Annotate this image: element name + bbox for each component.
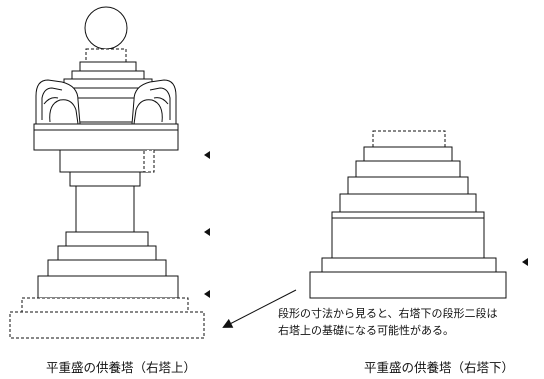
level-marker-icon bbox=[204, 228, 210, 236]
dashed-base-lower bbox=[9, 311, 205, 339]
lower-step-1 bbox=[65, 231, 149, 247]
mid-dashed-right bbox=[143, 149, 155, 173]
right-tower bbox=[309, 130, 507, 299]
shaft bbox=[75, 185, 135, 233]
lower-step-3 bbox=[47, 259, 167, 277]
level-marker-icon bbox=[204, 151, 210, 159]
finial-sphere bbox=[84, 6, 128, 50]
right-horn bbox=[131, 79, 177, 125]
shaft-base-block bbox=[69, 171, 141, 187]
upper-step-1 bbox=[79, 61, 137, 72]
note-line-2: 右塔上の基礎になる可能性がある。 bbox=[278, 324, 454, 337]
right-step-4 bbox=[339, 193, 477, 213]
roof-body bbox=[33, 123, 179, 151]
left-tower bbox=[9, 6, 205, 339]
right-step-2 bbox=[355, 160, 461, 178]
level-marker-icon bbox=[204, 290, 210, 298]
right-base-2 bbox=[309, 271, 507, 299]
right-step-3 bbox=[347, 176, 469, 195]
right-base-1 bbox=[321, 257, 497, 273]
top-dashed-block bbox=[85, 48, 127, 63]
right-top-dashed bbox=[372, 130, 446, 148]
caption-right: 平重盛の供養塔（右塔下） bbox=[364, 360, 515, 375]
annotation-note: 段形の寸法から見ると、右塔下の段形二段は 右塔上の基礎になる可能性がある。 bbox=[278, 305, 498, 339]
level-markers bbox=[204, 151, 528, 298]
lower-step-4 bbox=[37, 275, 179, 299]
left-horn bbox=[35, 79, 81, 125]
arrow-icon bbox=[222, 289, 297, 328]
lower-step-2 bbox=[57, 245, 157, 261]
right-step-1 bbox=[363, 146, 453, 162]
level-marker-icon bbox=[522, 258, 528, 266]
upper-step-2 bbox=[71, 70, 145, 80]
mid-dashed-left bbox=[59, 149, 151, 173]
caption-left: 平重盛の供養塔（右塔上） bbox=[46, 360, 197, 375]
note-line-1: 段形の寸法から見ると、右塔下の段形二段は bbox=[278, 307, 498, 320]
dashed-base-upper bbox=[21, 297, 189, 313]
right-step-5 bbox=[331, 211, 485, 259]
upper-step-3 bbox=[63, 78, 153, 89]
